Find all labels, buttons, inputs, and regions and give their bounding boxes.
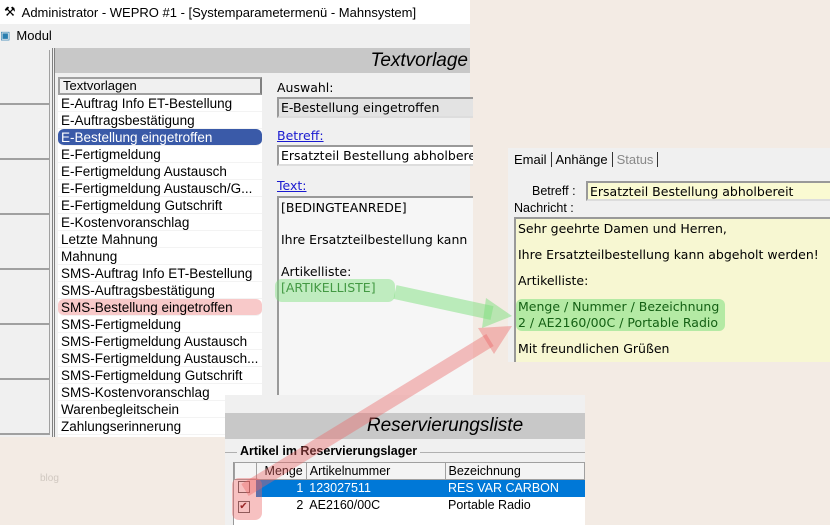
side-button[interactable] xyxy=(0,270,50,325)
hammer-icon: ⚒ xyxy=(4,4,16,19)
template-list-item[interactable]: Mahnung xyxy=(58,248,262,265)
email-message-field[interactable]: Sehr geehrte Damen und Herren, Ihre Ersa… xyxy=(514,217,830,362)
column-header[interactable]: Menge xyxy=(255,462,307,480)
textvorlagen-panel: Textvorlage Textvorlagen E-Auftrag Info … xyxy=(52,48,473,437)
checkbox-column-header[interactable] xyxy=(234,462,257,480)
reservierungsliste-window: Reservierungsliste Artikel im Reservieru… xyxy=(225,395,586,525)
message-line: 2 / AE2160/00C / Portable Radio xyxy=(518,315,719,330)
template-list[interactable]: Textvorlagen E-Auftrag Info ET-Bestellun… xyxy=(58,77,262,437)
text-line: Artikelliste: xyxy=(281,264,352,279)
side-button[interactable] xyxy=(0,160,50,215)
template-list-item[interactable]: SMS-Fertigmeldung xyxy=(58,316,262,333)
module-icon: ▣ xyxy=(0,29,11,42)
template-list-item[interactable]: SMS-Kostenvoranschlag xyxy=(58,384,262,401)
menu-modul[interactable]: Modul xyxy=(16,27,52,43)
auswahl-field[interactable]: E-Bestellung eingetroffen xyxy=(277,97,473,118)
side-button[interactable] xyxy=(0,50,50,105)
menge-cell: 1 xyxy=(256,479,307,497)
menu-bar: ▣ Modul xyxy=(0,24,470,46)
template-list-item[interactable]: E-Kostenvoranschlag xyxy=(58,214,262,231)
artikelliste-highlight: Menge / Nummer / Bezeichnung 2 / AE2160/… xyxy=(516,299,726,331)
red-arrow-head xyxy=(478,326,512,354)
template-list-item[interactable]: Letzte Mahnung xyxy=(58,231,262,248)
template-list-item[interactable]: SMS-Fertigmeldung Austausch... xyxy=(58,350,262,367)
text-line: Ihre Ersatzteilbestellung kann xyxy=(281,232,468,247)
artikelnummer-cell: AE2160/00C xyxy=(309,498,381,512)
nachricht-label: Nachricht : xyxy=(514,201,574,215)
template-list-item[interactable]: E-Fertigmeldung xyxy=(58,146,262,163)
template-list-item[interactable]: SMS-Fertigmeldung Austausch xyxy=(58,333,262,350)
template-list-item[interactable]: SMS-Auftragsbestätigung xyxy=(58,282,262,299)
column-header[interactable]: Bezeichnung xyxy=(444,462,586,480)
template-list-item[interactable]: E-Fertigmeldung Austausch xyxy=(58,163,262,180)
bezeichnung-cell: RES VAR CARBON xyxy=(445,479,585,497)
menge-cell: 2 xyxy=(296,498,304,512)
email-betreff-field[interactable]: Ersatzteil Bestellung abholbereit xyxy=(586,181,830,201)
betreff-link[interactable]: Betreff: xyxy=(277,128,324,143)
text-line xyxy=(281,247,473,263)
row-checkbox[interactable]: ✔ xyxy=(237,500,250,513)
column-header[interactable]: Artikelnummer xyxy=(305,462,446,480)
watermark: blog xyxy=(40,473,59,484)
row-checkbox[interactable] xyxy=(235,480,257,497)
text-link[interactable]: Text: xyxy=(277,178,307,193)
template-list-item[interactable]: E-Fertigmeldung Gutschrift xyxy=(58,197,262,214)
table-row[interactable]: 1 123027511 RES VAR CARBON xyxy=(235,479,585,497)
message-line: Ihre Ersatzteilbestellung kann abgeholt … xyxy=(518,247,819,262)
template-list-item[interactable]: E-Auftragsbestätigung xyxy=(58,112,262,129)
reservation-table: Menge Artikelnummer Bezeichnung 1 123027… xyxy=(234,462,586,514)
side-button[interactable] xyxy=(0,105,50,160)
template-list-item[interactable]: SMS-Bestellung eingetroffen xyxy=(58,299,262,316)
bezeichnung-cell: Portable Radio xyxy=(448,498,531,512)
window-title: Administrator - WEPRO #1 - [Systemparame… xyxy=(21,4,417,20)
template-list-item[interactable]: Warenbegleitschein xyxy=(58,401,262,418)
side-button[interactable] xyxy=(0,325,50,380)
reservierung-title: Reservierungsliste xyxy=(225,413,585,439)
message-line: Sehr geehrte Damen und Herren, xyxy=(518,221,727,236)
auswahl-label: Auswahl: xyxy=(277,80,334,95)
text-line xyxy=(281,215,473,231)
tab-anhnge[interactable]: Anhänge xyxy=(556,152,613,167)
template-list-item[interactable]: E-Fertigmeldung Austausch/G... xyxy=(58,180,262,197)
template-list-item[interactable]: E-Auftrag Info ET-Bestellung xyxy=(58,95,262,112)
message-line: Mit freundlichen Grüßen xyxy=(518,341,670,356)
template-list-item[interactable]: SMS-Fertigmeldung Gutschrift xyxy=(58,367,262,384)
betreff-label: Betreff : xyxy=(532,184,576,198)
tab-status[interactable]: Status xyxy=(617,152,659,167)
group-label: Artikel im Reservierungslager xyxy=(237,444,421,458)
template-list-item[interactable]: Zahlungserinnerung xyxy=(58,418,262,435)
artikelnummer-cell: 123027511 xyxy=(306,479,446,497)
side-button[interactable] xyxy=(0,380,50,435)
message-line: Artikelliste: xyxy=(518,273,589,288)
panel-title: Textvorlage xyxy=(55,48,470,73)
betreff-field[interactable]: Ersatzteil Bestellung abholbereit xyxy=(277,145,473,166)
list-header: Textvorlagen xyxy=(58,77,262,95)
title-bar: ⚒ Administrator - WEPRO #1 - [Systempara… xyxy=(0,0,470,24)
message-line: Menge / Nummer / Bezeichnung xyxy=(518,299,720,314)
email-preview: Email Anhänge Status Betreff : Ersatzteil … xyxy=(508,148,830,362)
table-row[interactable]: ✔ 2 AE2160/00C Portable Radio xyxy=(235,497,585,514)
tab-email[interactable]: Email xyxy=(514,152,552,167)
template-list-item[interactable]: SMS-Auftrag Info ET-Bestellung xyxy=(58,265,262,282)
side-button[interactable] xyxy=(0,215,50,270)
main-window: ⚒ Administrator - WEPRO #1 - [Systempara… xyxy=(0,0,473,437)
text-line: [BEDINGTEANREDE] xyxy=(281,200,407,215)
text-line: [ARTIKELLISTE] xyxy=(281,280,376,295)
template-list-item[interactable]: E-Bestellung eingetroffen xyxy=(58,129,262,146)
